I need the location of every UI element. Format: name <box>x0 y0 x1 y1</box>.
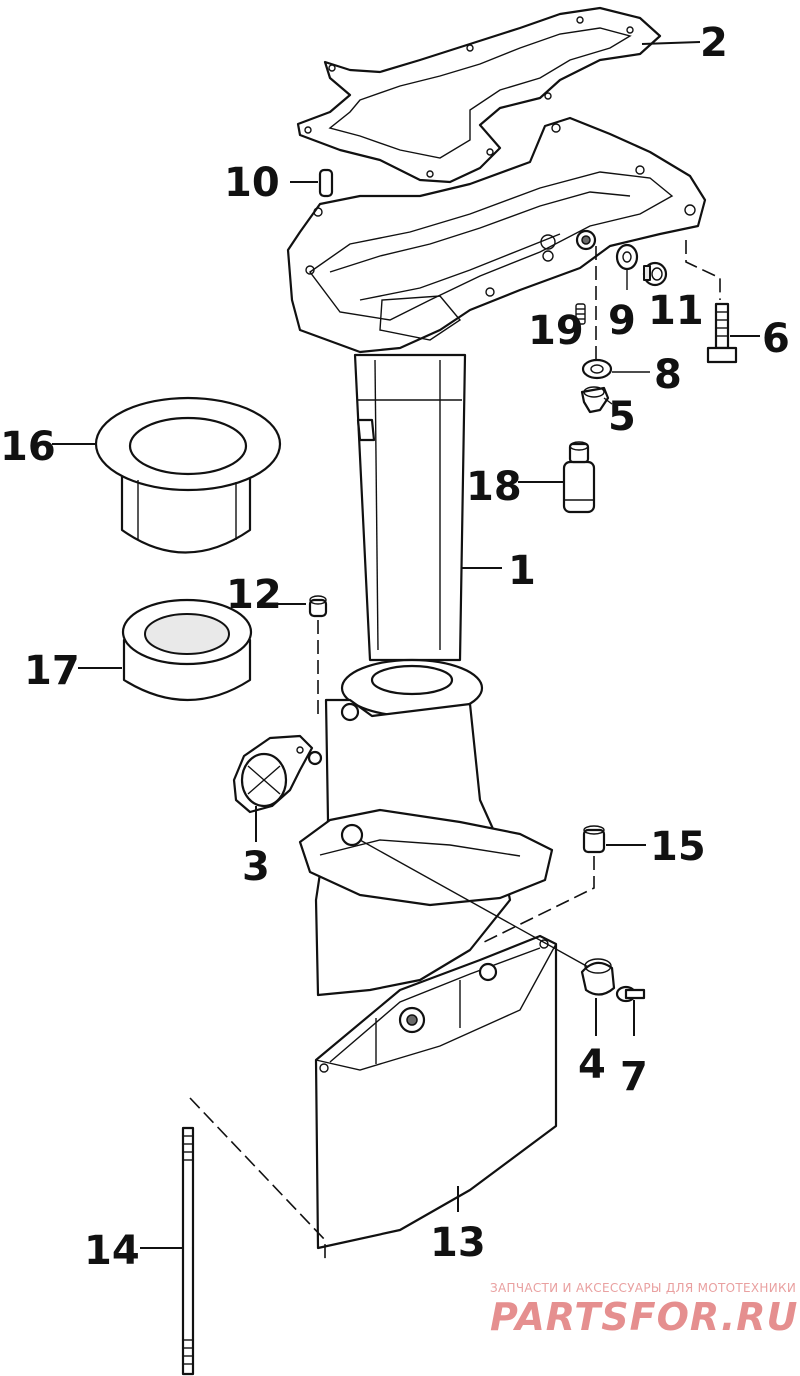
callout-12: 12 <box>226 572 282 618</box>
bushing-part-16 <box>94 396 282 554</box>
bolt-part-6 <box>706 302 738 364</box>
assembly-line-4 <box>359 839 591 969</box>
callout-4: 4 <box>578 1042 606 1088</box>
dash-line-14 <box>189 1097 326 1262</box>
plug-part-12 <box>308 595 328 618</box>
callout-13: 13 <box>430 1220 486 1266</box>
callout-17: 17 <box>24 648 80 694</box>
gasket-part-2 <box>296 6 662 184</box>
callout-14: 14 <box>84 1228 140 1274</box>
lower-cover-part-13 <box>314 934 558 1250</box>
spring-part-19 <box>575 303 586 325</box>
callout-10: 10 <box>224 160 280 206</box>
callout-18: 18 <box>466 464 522 510</box>
cylinder-part-18 <box>562 441 596 514</box>
watermark-tagline: ЗАПЧАСТИ И АКСЕССУАРЫ ДЛЯ МОТОТЕХНИКИ <box>490 1281 796 1295</box>
washer-part-9 <box>615 243 639 271</box>
callout-15: 15 <box>650 824 706 870</box>
callout-1: 1 <box>508 548 536 594</box>
plug-part-11 <box>642 261 668 287</box>
screw-part-7 <box>615 985 646 1003</box>
adapter-plate <box>286 116 707 354</box>
watermark-brand: PARTSFOR.RU <box>490 1295 798 1339</box>
callout-6: 6 <box>762 316 790 362</box>
dowel-pin-part-10 <box>318 168 334 198</box>
callout-16: 16 <box>0 424 56 470</box>
callout-2: 2 <box>700 20 728 66</box>
callout-3: 3 <box>242 844 270 890</box>
seal-ring-part-17 <box>121 598 253 702</box>
stud-part-14 <box>181 1126 195 1376</box>
callout-11: 11 <box>648 288 704 334</box>
callout-8: 8 <box>654 352 682 398</box>
grommet-part-5 <box>580 386 610 414</box>
washer-part-8 <box>581 358 613 380</box>
leader-line-5 <box>603 397 613 405</box>
dash-line-15 <box>479 856 595 945</box>
mount-part-4 <box>580 958 616 996</box>
leader-line-2 <box>641 41 701 45</box>
callout-9: 9 <box>608 298 636 344</box>
drive-shaft-housing-part-1 <box>298 353 554 997</box>
callout-19: 19 <box>528 308 584 354</box>
bush-part-15 <box>582 825 606 854</box>
callout-7: 7 <box>620 1054 648 1100</box>
callout-5: 5 <box>608 394 636 440</box>
dash-line-6 <box>685 240 721 300</box>
cover-part-3 <box>232 734 314 814</box>
